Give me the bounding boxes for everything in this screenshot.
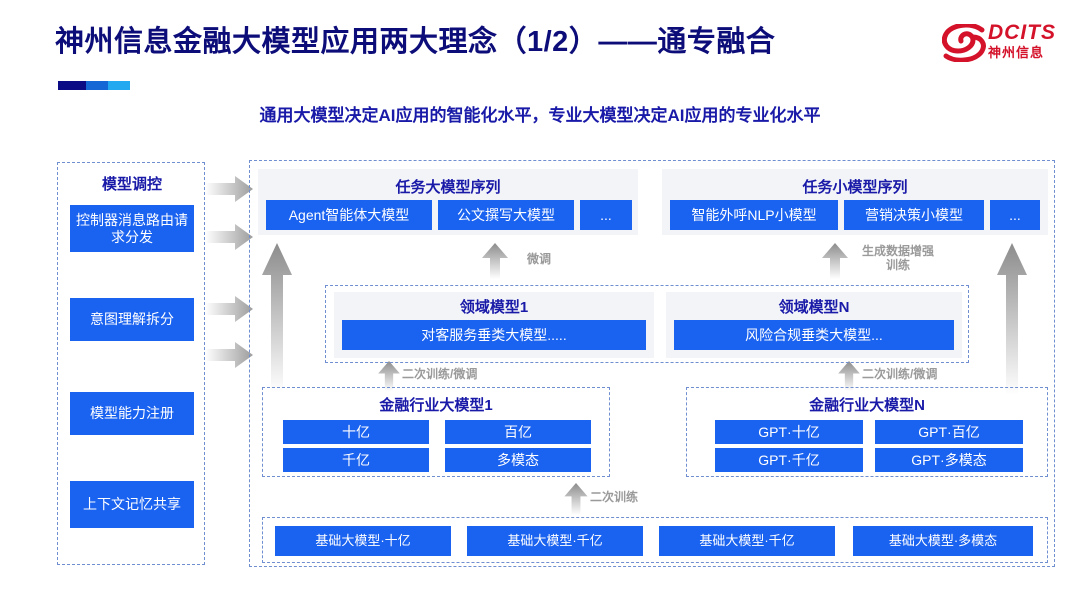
task-chip-more-1[interactable]: ... xyxy=(580,200,632,230)
task-chip-doc-writing[interactable]: 公文撰写大模型 xyxy=(438,200,574,230)
industry-1-chip-10billion[interactable]: 百亿 xyxy=(445,420,591,444)
domain-model-band: 领域模型1 对客服务垂类大模型..... 领域模型N 风险合规垂类大模型... xyxy=(325,285,969,363)
task-large-model-sequence-panel: 任务大模型序列 Agent智能体大模型 公文撰写大模型 ... xyxy=(258,169,638,235)
task-chip-agent-model[interactable]: Agent智能体大模型 xyxy=(266,200,432,230)
industry-model-1-panel: 金融行业大模型1 十亿 百亿 千亿 多模态 xyxy=(262,387,610,477)
page-title: 神州信息金融大模型应用两大理念（1/2）——通专融合 xyxy=(55,26,776,58)
base-model-band: 基础大模型·十亿 基础大模型·千亿 基础大模型·千亿 基础大模型·多模态 xyxy=(262,517,1048,563)
base-chip-3[interactable]: 基础大模型·千亿 xyxy=(659,526,835,556)
task-small-model-sequence-panel: 任务小模型序列 智能外呼NLP小模型 营销决策小模型 ... xyxy=(662,169,1048,235)
sidebar-item-router-dispatch[interactable]: 控制器消息路由请求分发 xyxy=(70,205,194,252)
model-control-panel: 模型调控 控制器消息路由请求分发 意图理解拆分 模型能力注册 上下文记忆共享 xyxy=(57,162,205,565)
domain-model-1-panel: 领域模型1 对客服务垂类大模型..... xyxy=(334,292,654,358)
task-chip-more-2[interactable]: ... xyxy=(990,200,1040,230)
domain-model-n-chip[interactable]: 风险合规垂类大模型... xyxy=(674,320,954,350)
sidebar-item-capability-registry[interactable]: 模型能力注册 xyxy=(70,392,194,435)
industry-n-chip-multimodal[interactable]: GPT·多模态 xyxy=(875,448,1023,472)
industry-n-chip-10billion[interactable]: GPT·百亿 xyxy=(875,420,1023,444)
logo-en-text: DCITS xyxy=(988,21,1056,44)
industry-1-chip-100billion[interactable]: 千亿 xyxy=(283,448,429,472)
base-chip-1[interactable]: 基础大模型·十亿 xyxy=(275,526,451,556)
dcits-swirl-icon xyxy=(942,24,986,62)
domain-model-n-title: 领域模型N xyxy=(778,299,850,316)
flow-arrow-up-left-tall xyxy=(262,243,292,393)
industry-n-chip-billion[interactable]: GPT·十亿 xyxy=(715,420,863,444)
industry-n-chip-100billion[interactable]: GPT·千亿 xyxy=(715,448,863,472)
flow-arrow-right-4 xyxy=(205,342,253,368)
task-large-model-sequence-title: 任务大模型序列 xyxy=(395,179,501,196)
domain-model-n-panel: 领域模型N 风险合规垂类大模型... xyxy=(666,292,962,358)
model-control-title: 模型调控 xyxy=(101,176,162,193)
sidebar-item-intent-parse[interactable]: 意图理解拆分 xyxy=(70,298,194,341)
flow-arrow-up-retrain-right xyxy=(838,361,860,391)
flow-arrow-right-1 xyxy=(205,176,253,202)
task-small-model-sequence-title: 任务小模型序列 xyxy=(802,179,908,196)
caption-data-augment: 生成数据增强 训练 xyxy=(861,244,934,272)
flow-arrow-up-data-augment xyxy=(822,243,848,279)
caption-retrain-left: 二次训练/微调 xyxy=(402,367,478,381)
task-chip-outbound-nlp[interactable]: 智能外呼NLP小模型 xyxy=(670,200,838,230)
domain-model-1-title: 领域模型1 xyxy=(459,299,529,316)
flow-arrow-right-2 xyxy=(205,224,253,250)
logo-cn-text: 神州信息 xyxy=(988,45,1045,60)
caption-fine-tune: 微调 xyxy=(526,252,551,266)
flow-arrow-right-3 xyxy=(205,296,253,322)
task-chip-marketing[interactable]: 营销决策小模型 xyxy=(844,200,984,230)
logo-wordmark: DCITS 神州信息 xyxy=(988,22,1056,61)
sidebar-item-context-memory[interactable]: 上下文记忆共享 xyxy=(70,481,194,528)
company-logo: DCITS 神州信息 xyxy=(942,20,1062,72)
page-subtitle: 通用大模型决定AI应用的智能化水平，专业大模型决定AI应用的专业化水平 xyxy=(259,106,821,125)
caption-retrain-right: 二次训练/微调 xyxy=(862,367,938,381)
base-chip-4[interactable]: 基础大模型·多模态 xyxy=(853,526,1033,556)
slide-header: 神州信息金融大模型应用两大理念（1/2）——通专融合 通用大模型决定AI应用的智… xyxy=(0,0,1080,140)
caption-retrain-base: 二次训练 xyxy=(590,490,639,504)
flow-arrow-up-retrain-left xyxy=(378,361,400,391)
architecture-diagram: 微调 生成数据增强 训练 二次训练/微调 二次训练/微调 二次训练 任务大模型序… xyxy=(249,160,1055,567)
flow-arrow-up-right-tall xyxy=(997,243,1027,395)
base-chip-2[interactable]: 基础大模型·千亿 xyxy=(467,526,643,556)
industry-model-1-title: 金融行业大模型1 xyxy=(379,397,493,414)
flow-arrow-up-retrain-base xyxy=(564,483,588,515)
industry-model-n-title: 金融行业大模型N xyxy=(809,397,925,414)
industry-model-n-panel: 金融行业大模型N GPT·十亿 GPT·百亿 GPT·千亿 GPT·多模态 xyxy=(686,387,1048,477)
industry-1-chip-multimodal[interactable]: 多模态 xyxy=(445,448,591,472)
domain-model-1-chip[interactable]: 对客服务垂类大模型..... xyxy=(342,320,646,350)
industry-1-chip-billion[interactable]: 十亿 xyxy=(283,420,429,444)
title-underline-decoration xyxy=(58,81,130,90)
flow-arrow-up-finetune xyxy=(482,243,508,279)
